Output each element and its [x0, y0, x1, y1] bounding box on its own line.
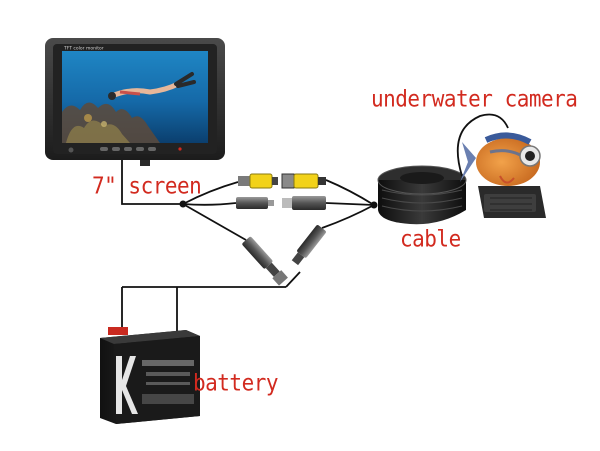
wire-junction: [179, 200, 187, 208]
rca-yellow-connector: [238, 173, 278, 189]
cable-label: cable: [400, 226, 461, 252]
monitor-button: [124, 147, 132, 151]
wire-junction: [370, 201, 378, 209]
monitor: TFT color monitor: [45, 38, 225, 166]
camera-label: underwater camera: [371, 86, 578, 112]
screen-label: 7" screen: [92, 173, 202, 199]
dc-connector-left: [236, 197, 274, 209]
camera-housing: [478, 186, 546, 218]
cable-reel: [377, 165, 467, 225]
monitor-brand-text: TFT color monitor: [63, 46, 104, 52]
camera-cable: [456, 113, 509, 177]
battery-logo: [116, 356, 138, 414]
wiring: [121, 160, 375, 332]
monitor-screen: [62, 51, 208, 143]
dc-connector-right: [282, 196, 326, 210]
battery: [100, 327, 200, 424]
monitor-button: [100, 147, 108, 151]
monitor-button: [136, 147, 144, 151]
monitor-button: [148, 147, 156, 151]
battery-label: battery: [193, 370, 279, 396]
monitor-led: [178, 147, 182, 151]
monitor-power-button: [68, 147, 74, 153]
rca-yellow-socket: [281, 173, 326, 189]
battery-terminal-positive: [108, 327, 128, 335]
monitor-button: [112, 147, 120, 151]
fish-camera: [460, 132, 541, 186]
power-plug-left: [242, 236, 288, 286]
power-plug-right: [291, 225, 326, 266]
